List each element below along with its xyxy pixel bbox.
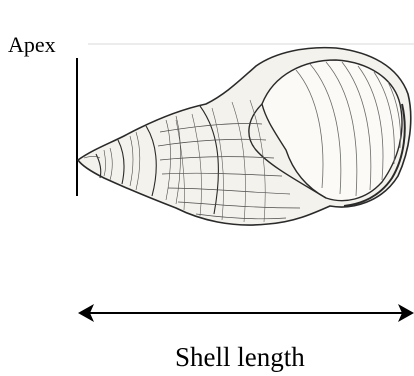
- shell-length-arrow: [78, 304, 414, 322]
- snail-shell-illustration: [78, 48, 411, 225]
- apex-label: Apex: [8, 32, 56, 57]
- shell-length-label: Shell length: [175, 342, 305, 372]
